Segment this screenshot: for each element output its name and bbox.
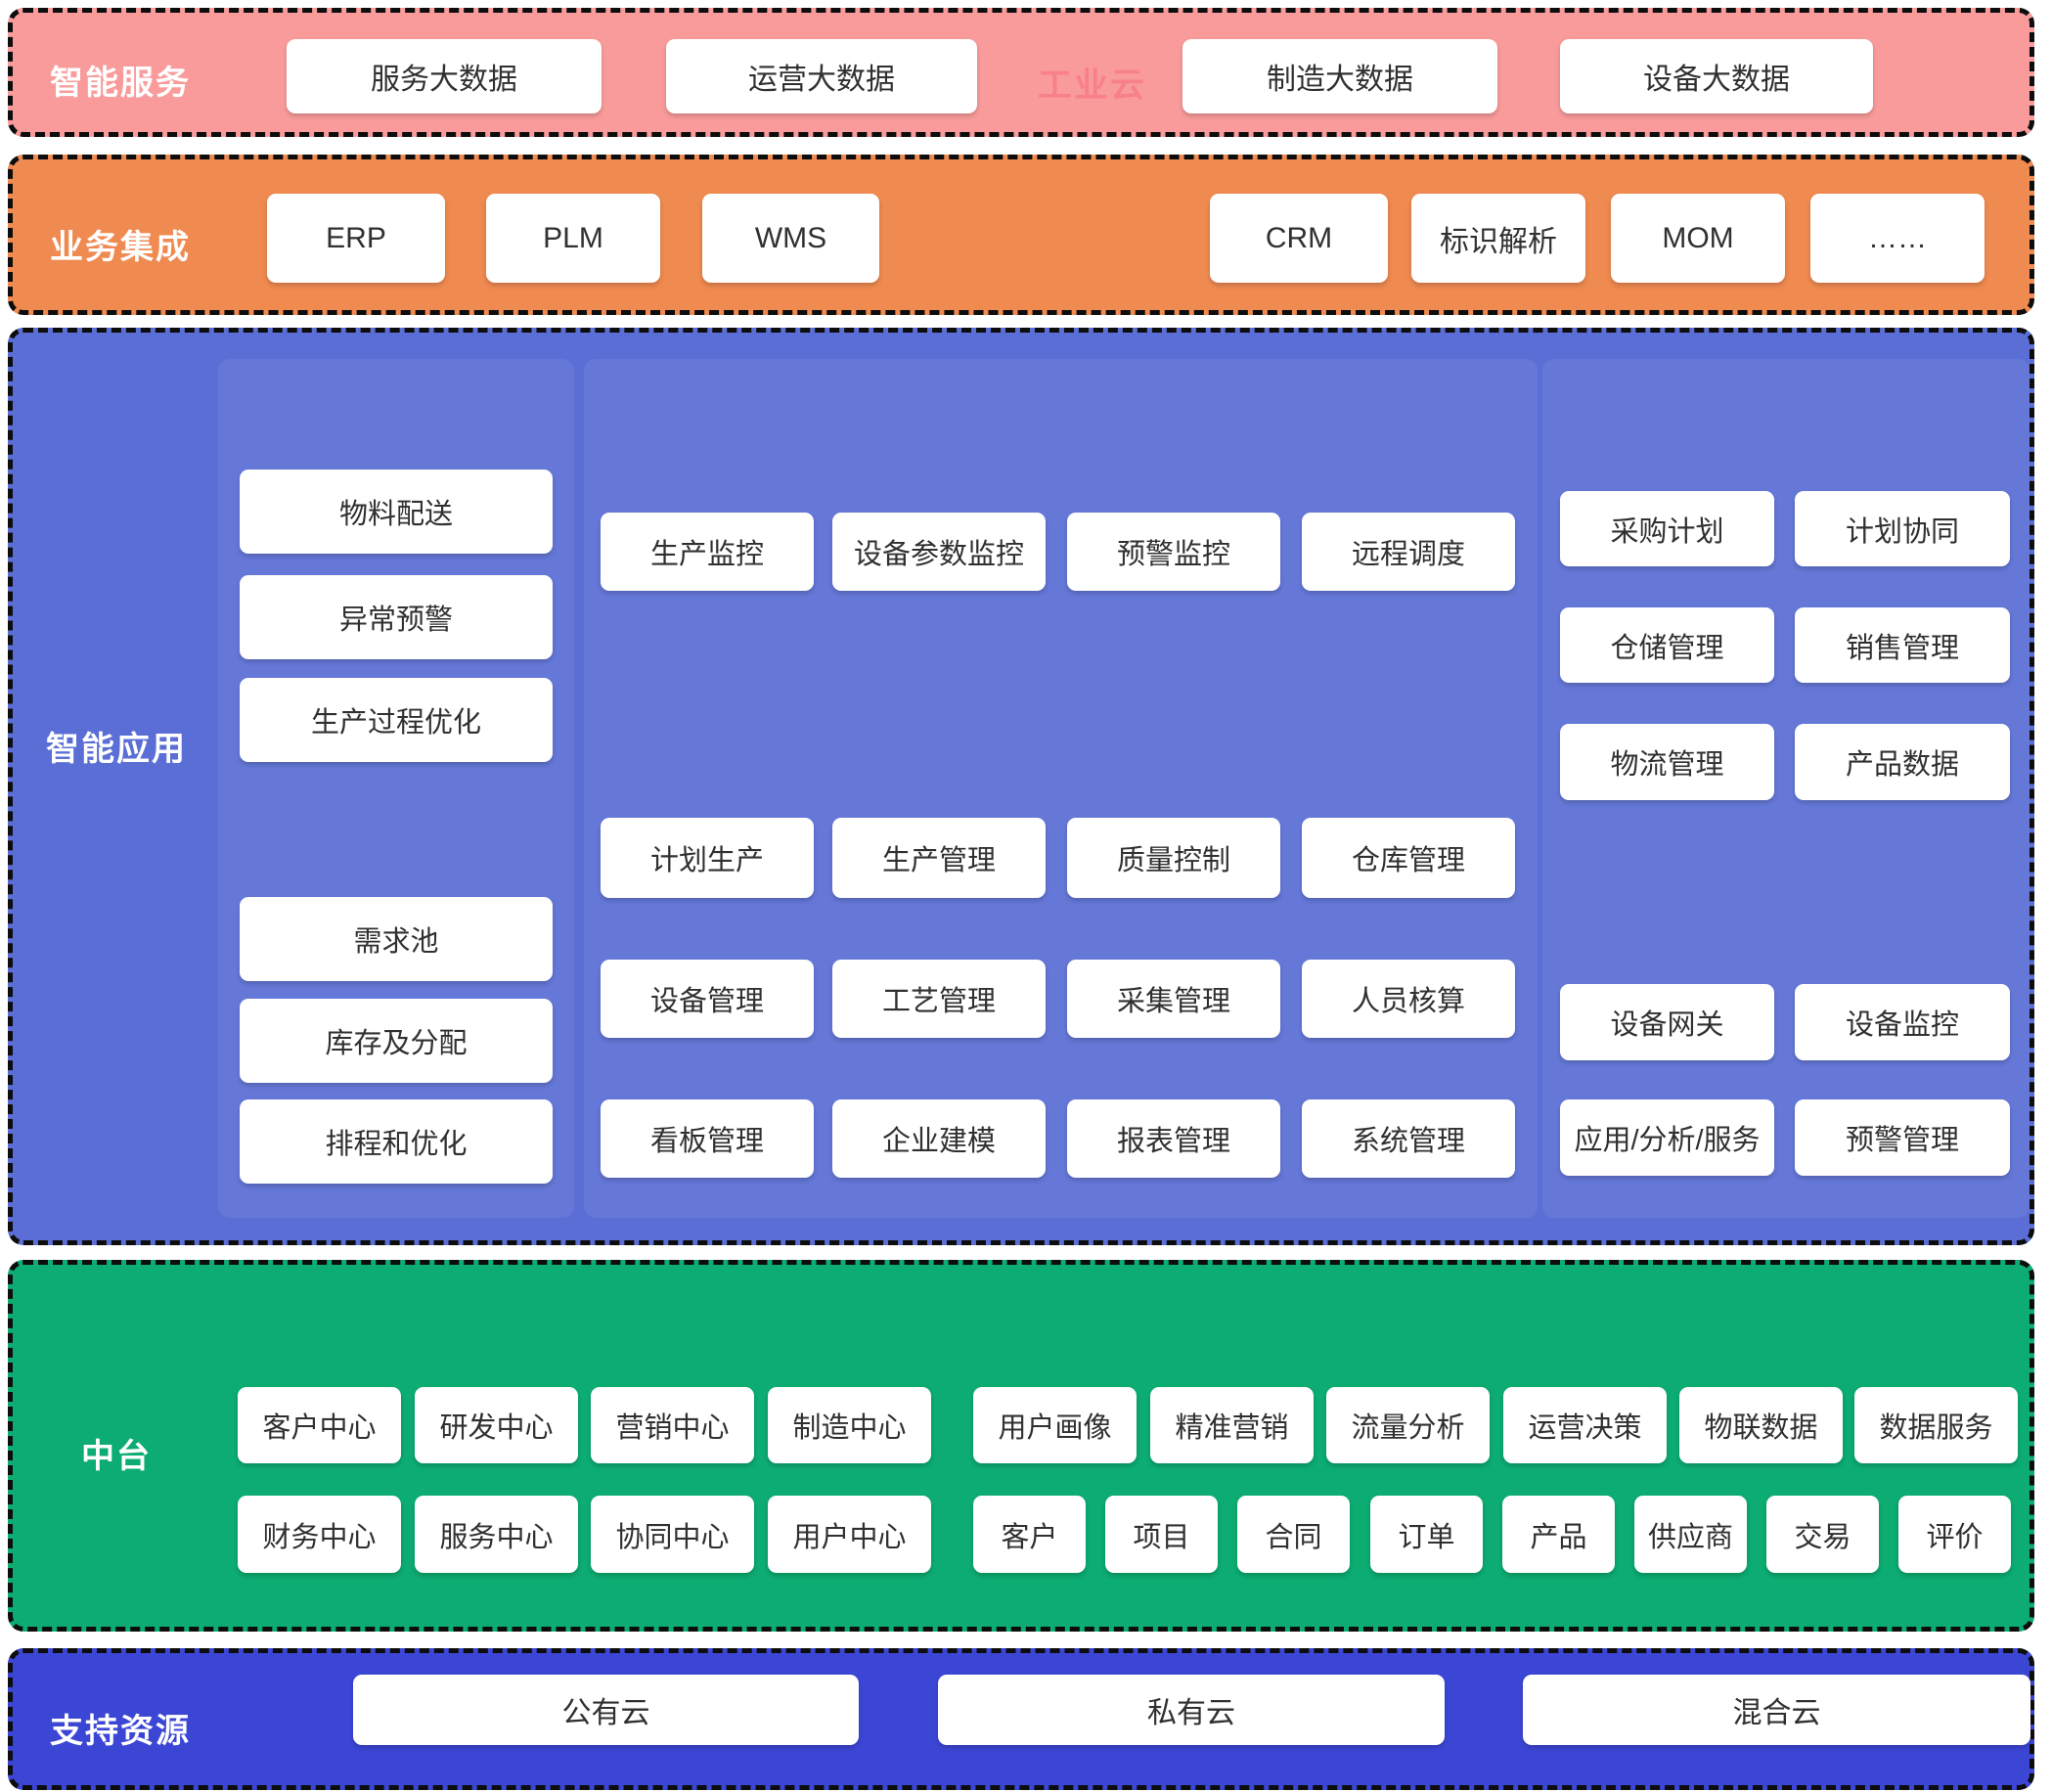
- band-services: 智能服务 服务大数据 运营大数据 工业云 制造大数据 设备大数据: [8, 8, 2034, 137]
- diagram-box: 人员核算: [1302, 960, 1515, 1038]
- band-integration-label: 业务集成: [50, 229, 191, 266]
- diagram-box: 合同: [1237, 1496, 1350, 1573]
- applications-middle-panel: [584, 359, 1538, 1218]
- diagram-box: 异常预警: [240, 575, 553, 659]
- diagram-box: 物流管理: [1560, 724, 1774, 800]
- diagram-box: 仓库管理: [1302, 818, 1515, 898]
- diagram-box: 设备管理: [601, 960, 814, 1038]
- diagram-box: 需求池: [240, 897, 553, 981]
- diagram-box: 库存及分配: [240, 999, 553, 1083]
- diagram-box: 混合云: [1523, 1675, 2030, 1745]
- diagram-box: 客户中心: [238, 1387, 401, 1463]
- band-resources-label: 支持资源: [50, 1713, 191, 1750]
- diagram-box: 用户中心: [768, 1496, 931, 1573]
- diagram-box: 质量控制: [1067, 818, 1280, 898]
- diagram-box: 工艺管理: [832, 960, 1046, 1038]
- band-platform-label: 中台: [81, 1438, 152, 1475]
- diagram-box: 企业建模: [832, 1099, 1046, 1178]
- diagram-box: 客户: [973, 1496, 1086, 1573]
- diagram-box: MOM: [1611, 194, 1785, 283]
- diagram-box: WMS: [702, 194, 879, 283]
- diagram-box: 预警监控: [1067, 513, 1280, 591]
- diagram-box: 流量分析: [1326, 1387, 1490, 1463]
- band-services-label: 智能服务: [50, 65, 191, 102]
- diagram-box: 预警管理: [1795, 1099, 2010, 1176]
- industrial-cloud-label: 工业云: [1038, 67, 1147, 105]
- diagram-box: ERP: [267, 194, 445, 283]
- band-applications-label: 智能应用: [46, 731, 187, 768]
- diagram-box: 用户画像: [973, 1387, 1137, 1463]
- diagram-box: 交易: [1766, 1496, 1879, 1573]
- diagram-box: 设备网关: [1560, 984, 1774, 1060]
- diagram-box: 运营决策: [1503, 1387, 1667, 1463]
- diagram-box: 生产过程优化: [240, 678, 553, 762]
- diagram-box: 系统管理: [1302, 1099, 1515, 1178]
- diagram-box: 服务大数据: [287, 39, 602, 113]
- diagram-box: 产品数据: [1795, 724, 2010, 800]
- diagram-box: 设备参数监控: [832, 513, 1046, 591]
- diagram-box: 应用/分析/服务: [1560, 1099, 1774, 1176]
- diagram-box: 私有云: [938, 1675, 1445, 1745]
- band-platform: 中台 客户中心 研发中心 营销中心 制造中心 用户画像 精准营销 流量分析 运营…: [8, 1260, 2034, 1632]
- diagram-box: 远程调度: [1302, 513, 1515, 591]
- diagram-box: 精准营销: [1150, 1387, 1314, 1463]
- diagram-box: 数据服务: [1854, 1387, 2018, 1463]
- diagram-box: 生产管理: [832, 818, 1046, 898]
- diagram-box: 物联数据: [1679, 1387, 1843, 1463]
- diagram-box: 供应商: [1634, 1496, 1747, 1573]
- diagram-box: 看板管理: [601, 1099, 814, 1178]
- diagram-box: 研发中心: [415, 1387, 578, 1463]
- diagram-box: CRM: [1210, 194, 1388, 283]
- diagram-box: 设备大数据: [1560, 39, 1873, 113]
- diagram-box: 产品: [1502, 1496, 1615, 1573]
- diagram-box: 公有云: [353, 1675, 859, 1745]
- diagram-box: PLM: [486, 194, 660, 283]
- diagram-box: ……: [1810, 194, 1985, 283]
- diagram-box: 协同中心: [591, 1496, 754, 1573]
- diagram-box: 订单: [1370, 1496, 1483, 1573]
- diagram-box: 财务中心: [238, 1496, 401, 1573]
- diagram-box: 制造中心: [768, 1387, 931, 1463]
- diagram-box: 采购计划: [1560, 491, 1774, 566]
- diagram-box: 计划协同: [1795, 491, 2010, 566]
- diagram-box: 项目: [1105, 1496, 1218, 1573]
- diagram-box: 运营大数据: [666, 39, 977, 113]
- diagram-box: 评价: [1898, 1496, 2011, 1573]
- diagram-box: 设备监控: [1795, 984, 2010, 1060]
- diagram-box: 标识解析: [1411, 194, 1585, 283]
- band-integration: 业务集成 ERP PLM WMS CRM 标识解析 MOM ……: [8, 155, 2034, 315]
- diagram-box: 仓储管理: [1560, 607, 1774, 683]
- diagram-box: 计划生产: [601, 818, 814, 898]
- diagram-box: 排程和优化: [240, 1099, 553, 1184]
- diagram-box: 制造大数据: [1182, 39, 1497, 113]
- band-applications: 智能应用 物料配送 异常预警 生产过程优化 需求池 库存及分配 排程和优化 生产…: [8, 328, 2034, 1245]
- diagram-box: 营销中心: [591, 1387, 754, 1463]
- diagram-box: 报表管理: [1067, 1099, 1280, 1178]
- band-resources: 支持资源 公有云 私有云 混合云: [8, 1648, 2034, 1790]
- diagram-box: 物料配送: [240, 470, 553, 554]
- diagram-box: 销售管理: [1795, 607, 2010, 683]
- diagram-box: 采集管理: [1067, 960, 1280, 1038]
- diagram-box: 生产监控: [601, 513, 814, 591]
- diagram-box: 服务中心: [415, 1496, 578, 1573]
